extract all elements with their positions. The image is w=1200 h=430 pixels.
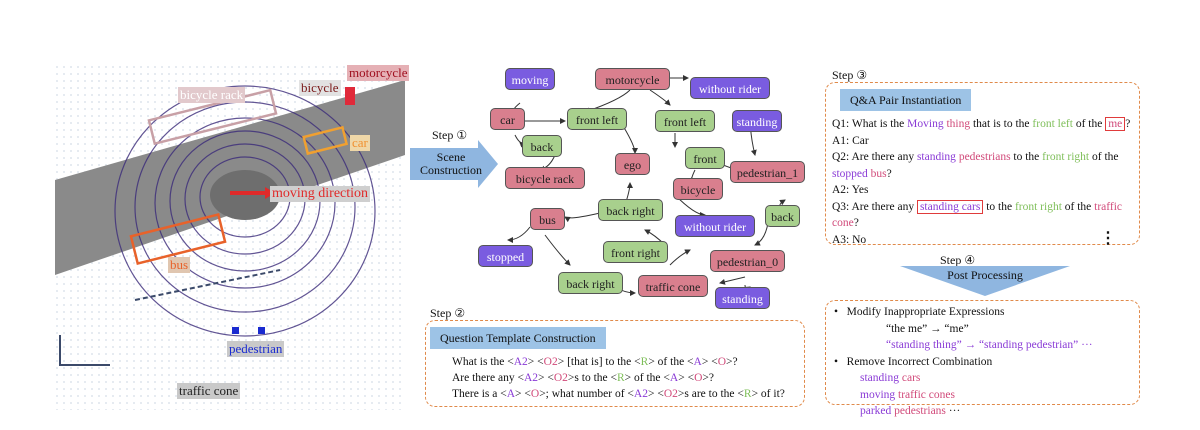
node-standing-1: standing bbox=[732, 110, 782, 132]
template-line-3: There is a <A> <O>; what number of <A2> … bbox=[452, 388, 785, 400]
node-bicycle-rack: bicycle rack bbox=[505, 167, 585, 189]
pp-modify-2: “standing thing” → “standing pedestrian”… bbox=[886, 339, 1093, 351]
step1-arrow-text: Scene Construction bbox=[420, 150, 482, 177]
step1-arrow bbox=[410, 140, 498, 188]
qa-ellipsis: ⋮ bbox=[1100, 230, 1116, 247]
label-bicycle: bicycle bbox=[299, 80, 341, 96]
step2-box bbox=[425, 320, 805, 407]
node-without-rider-2: without rider bbox=[675, 215, 755, 237]
label-bicycle-rack: bicycle rack bbox=[178, 87, 246, 103]
lidar-point-cloud bbox=[55, 65, 405, 410]
node-back-2: back bbox=[765, 205, 800, 227]
label-moving-direction: moving direction bbox=[270, 186, 371, 202]
node-motorcycle: motorcycle bbox=[595, 68, 670, 90]
qa-a1: A1: Car bbox=[832, 134, 869, 147]
node-bicycle: bicycle bbox=[673, 178, 723, 200]
pp-bullet-2: • Remove Incorrect Combination bbox=[834, 355, 993, 368]
node-moving: moving bbox=[505, 68, 555, 90]
node-back-right-2: back right bbox=[558, 272, 623, 294]
qa-a2: A2: Yes bbox=[832, 184, 869, 196]
node-ego: ego bbox=[615, 153, 650, 175]
qa-q1: Q1: What is the Moving thing that is to … bbox=[832, 117, 1131, 131]
node-bus: bus bbox=[530, 208, 565, 230]
step2-title: Question Template Construction bbox=[430, 327, 606, 349]
pp-modify-1: “the me” → “me” bbox=[886, 322, 969, 335]
node-without-rider-1: without rider bbox=[690, 77, 770, 99]
node-front: front bbox=[685, 147, 725, 169]
template-list: What is the <A2> <O2> [that is] to the <… bbox=[452, 354, 785, 402]
step2-label: Step ② bbox=[430, 306, 466, 320]
node-standing-2: standing bbox=[715, 287, 770, 309]
step4-arrow-text: Post Processing bbox=[947, 268, 1023, 282]
node-stopped: stopped bbox=[478, 245, 533, 267]
node-back-right-1: back right bbox=[598, 199, 663, 221]
step1-label: Step ① bbox=[432, 128, 468, 142]
qa-q3: Q3: Are there any standing cars to the f… bbox=[832, 199, 1123, 214]
template-line-1: What is the <A2> <O2> [that is] to the <… bbox=[452, 356, 738, 368]
pp-remove-2: moving traffic cones bbox=[860, 388, 955, 401]
step3-box bbox=[825, 82, 1140, 245]
node-front-right: front right bbox=[603, 241, 668, 263]
label-bus: bus bbox=[168, 257, 191, 273]
node-pedestrian-0: pedestrian_0 bbox=[710, 250, 785, 272]
node-front-left-2: front left bbox=[655, 110, 715, 132]
node-traffic-cone: traffic cone bbox=[638, 275, 708, 297]
scene-graph: moving motorcycle without rider car fron… bbox=[420, 55, 820, 315]
qa-q2-cont: stopped bus? bbox=[832, 167, 892, 180]
qa-q3-cont: cone? bbox=[832, 217, 859, 229]
label-traffic-cone: traffic cone bbox=[177, 383, 241, 399]
node-car: car bbox=[490, 108, 525, 130]
qa-pairs: Q1: What is the Moving thing that is to … bbox=[832, 116, 1130, 248]
step4-label: Step ④ bbox=[940, 253, 976, 267]
pp-bullet-1: • Modify Inappropriate Expressions bbox=[834, 306, 1005, 318]
step4-box bbox=[825, 300, 1140, 405]
qa-a3: A3: No bbox=[832, 233, 867, 246]
step4-arrow bbox=[900, 266, 1070, 296]
step3-title: Q&A Pair Instantiation bbox=[840, 89, 972, 111]
lidar-scene: bicycle rack bicycle motorcycle car movi… bbox=[55, 65, 410, 410]
node-back-1: back bbox=[522, 135, 562, 157]
template-line-2: Are there any <A2> <O2>s to the <R> of t… bbox=[452, 372, 714, 384]
pp-remove-3: parked pedestrians ··· bbox=[860, 405, 961, 417]
node-pedestrian-1: pedestrian_1 bbox=[730, 161, 805, 183]
pp-remove-1: standing cars bbox=[860, 372, 921, 384]
label-pedestrian: pedestrian bbox=[227, 341, 285, 357]
label-motorcycle: motorcycle bbox=[347, 65, 410, 81]
label-car: car bbox=[350, 135, 370, 151]
node-front-left-1: front left bbox=[567, 108, 627, 130]
step3-label: Step ③ bbox=[832, 68, 868, 82]
qa-q2: Q2: Are there any standing pedestrians t… bbox=[832, 151, 1119, 163]
post-processing-list: • Modify Inappropriate Expressions “the … bbox=[834, 304, 1093, 420]
